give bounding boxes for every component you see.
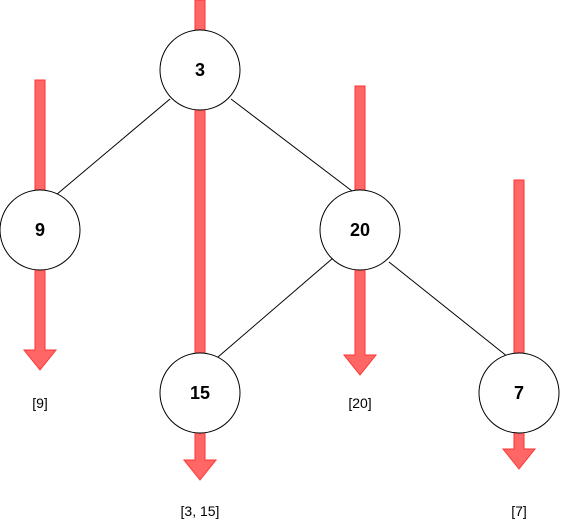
node-root-label: 3 [195,60,205,80]
edge-3-to-20 [230,98,353,192]
node-right-right: 7 [478,352,560,434]
node-root: 3 [159,29,241,111]
node-right-label: 20 [350,220,370,240]
column-output-right: [20] [348,395,371,411]
node-right-right-label: 7 [514,383,524,403]
column-output-center: [3, 15] [181,503,220,519]
node-right-left-label: 15 [190,383,210,403]
node-right: 20 [319,189,401,271]
column-output-far-right: [7] [511,503,527,519]
column-output-left: [9] [32,395,48,411]
node-left: 9 [0,189,81,271]
node-right-left: 15 [159,352,241,434]
edge-20-to-7 [388,261,509,358]
edge-3-to-9 [55,98,171,196]
node-left-label: 9 [35,220,45,240]
edge-20-to-15 [217,257,334,358]
column-arrow-far-right [501,179,537,470]
